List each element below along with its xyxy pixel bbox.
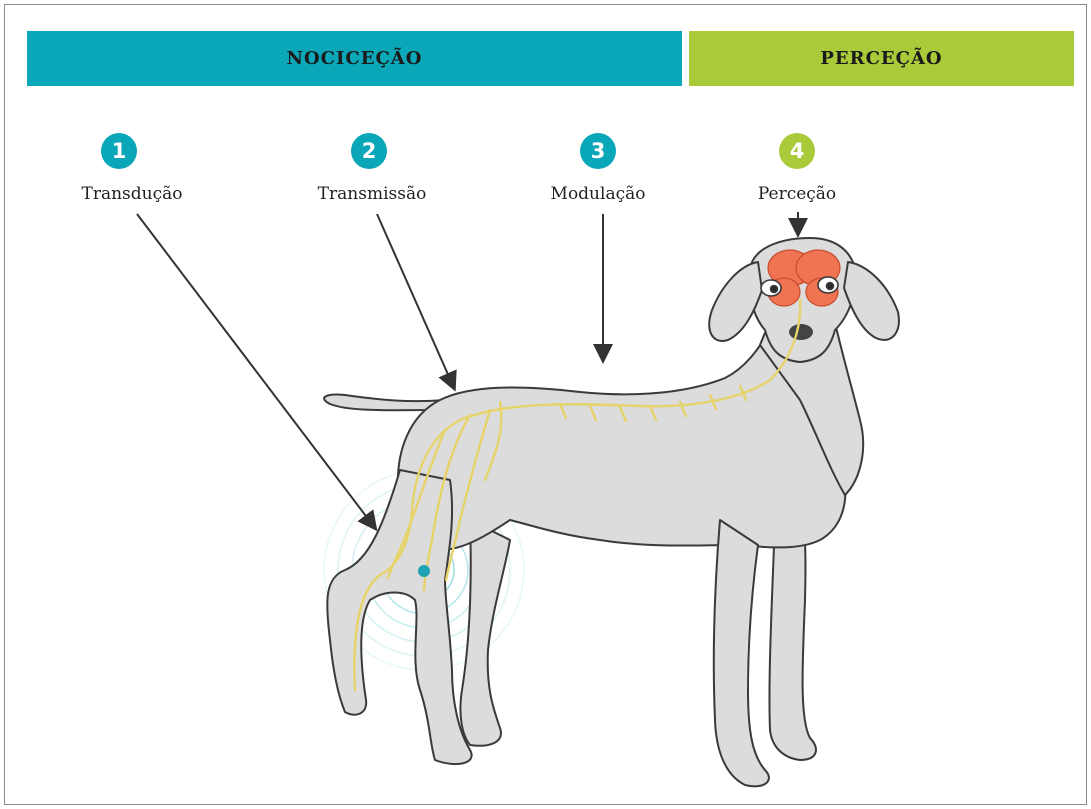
dog-right-ear [844,262,899,340]
dog-body [324,238,899,786]
dog-near-hind-leg [327,470,471,764]
pain-focus-dot [418,565,430,577]
arrow-transduction [137,214,375,528]
dog-nose [789,324,813,340]
dog-left-ear [709,262,762,341]
dog-near-front-leg [714,520,769,786]
arrow-transmission [377,214,454,388]
